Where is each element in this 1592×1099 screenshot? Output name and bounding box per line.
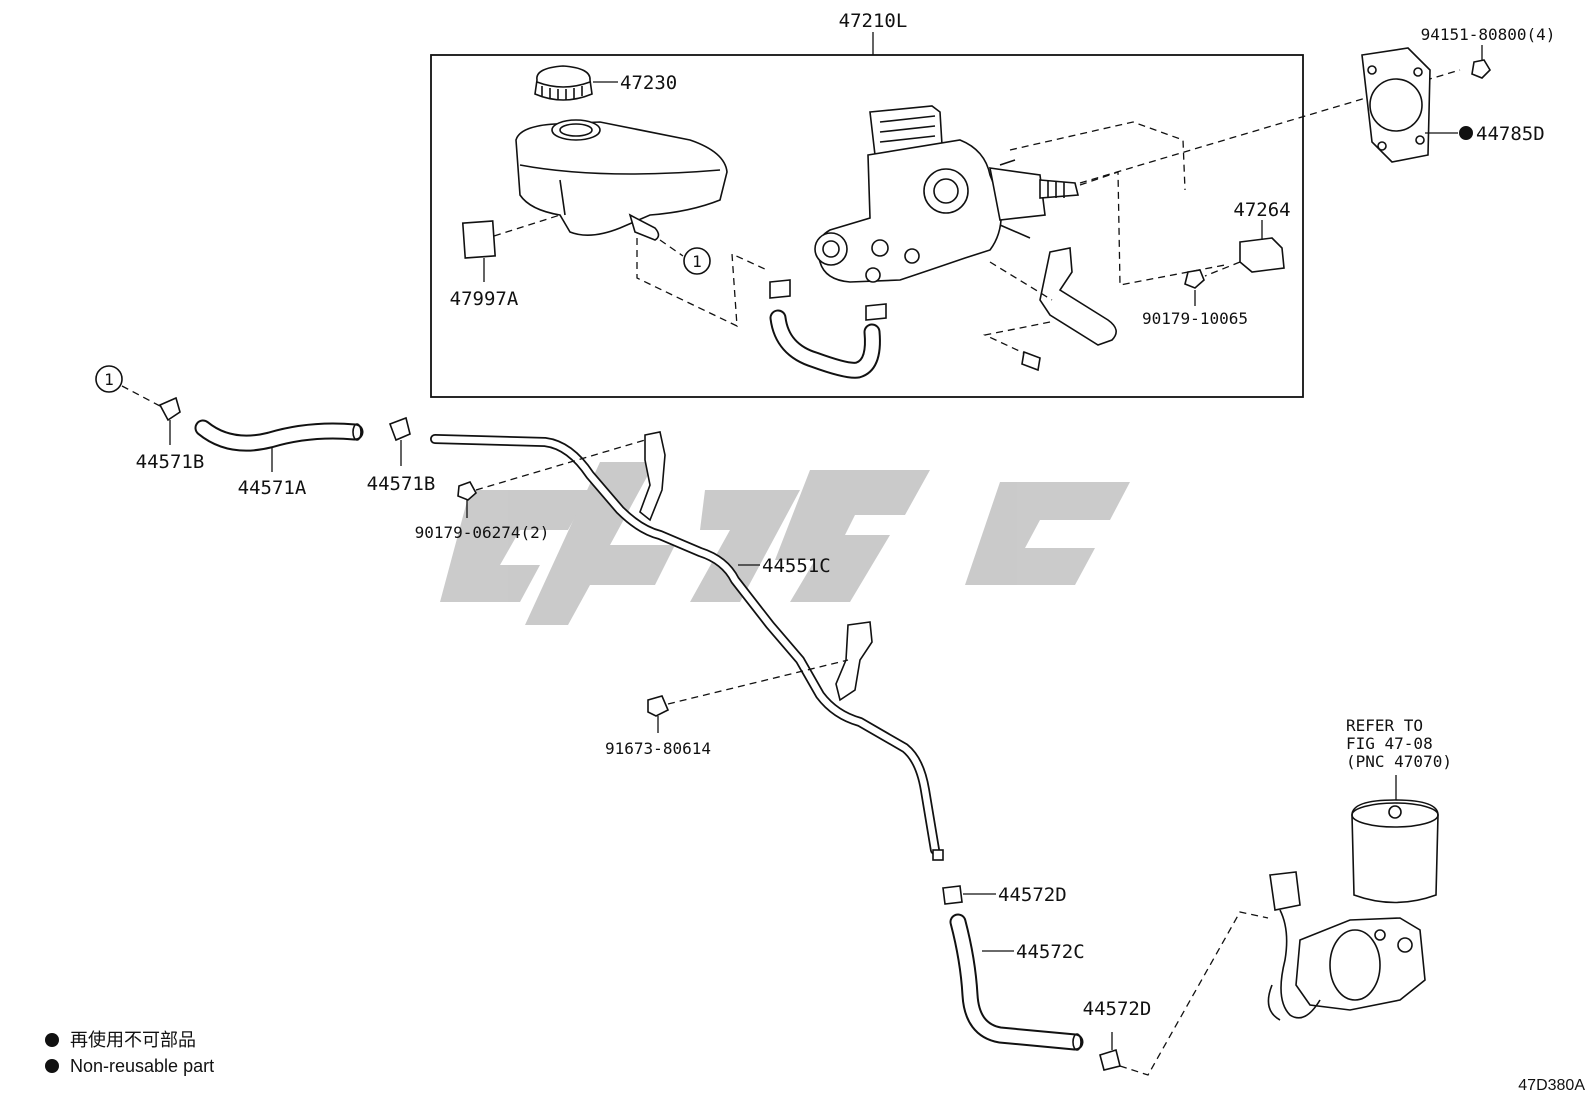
nut-icon [1184,269,1205,289]
refer-line-3: (PNC 47070) [1346,752,1452,771]
hose-44572C-icon [949,913,1084,1051]
dash-91673 [667,659,849,705]
stud-nut-icon [1471,59,1492,79]
reservoir-tank-icon [515,119,728,241]
bolt-small-icon [1021,350,1041,372]
label-plate-icon [461,220,497,259]
assembly-box-47210L [430,54,1304,398]
hose-44571A-icon [194,419,364,452]
dash-booster-lower [1079,171,1226,286]
ref-marker-circle-upper [683,247,711,275]
callout-44571A: 44571A [238,477,307,499]
pipe-44551C-icon [430,431,944,861]
ref-marker-label-lower: 1 [104,370,114,389]
bracket-47264-icon [1239,237,1285,273]
refer-line-2: FIG 47-08 [1346,734,1433,753]
callout-47264: 47264 [1233,199,1290,221]
non-reusable-bullet-icon [1459,126,1473,140]
watermark-logo [440,462,1130,625]
dash-47997A [493,214,561,237]
legend-line-2: Non-reusable part [70,1056,214,1076]
clamp-44572D-bottom-icon [1099,1048,1121,1071]
callout-90179-10065: 90179-10065 [1142,309,1248,328]
pump-motor-icon [1267,799,1439,1021]
callout-44572D-bottom: 44572D [1083,998,1152,1020]
clamp-left-icon [158,396,181,422]
callout-44571B-left: 44571B [136,451,205,473]
refer-line-1: REFER TO [1346,716,1423,735]
legend-line-1: 再使用不可部品 [70,1030,196,1050]
callout-44572D-top: 44572D [998,884,1067,906]
nut-90179-06274-icon [457,481,478,501]
dash-booster-upper [1009,121,1186,191]
clamp-right-icon [388,416,411,442]
master-cylinder-icon [814,105,1117,346]
reservoir-cap-icon [534,65,593,101]
callout-47230: 47230 [620,72,677,94]
legend-bullet-1-icon [45,1033,59,1047]
dash-47264 [1204,261,1241,277]
dash-pump [1119,911,1269,1076]
clamp-44572D-top-icon [942,885,963,905]
callout-91673-80614: 91673-80614 [605,739,711,758]
gasket-icon [1361,47,1431,163]
callout-47210L: 47210L [839,10,908,32]
bolt-91673-icon [647,695,670,717]
ref-marker-circle-lower [95,365,123,393]
callout-94151-80800: 94151-80800(4) [1421,25,1556,44]
legend-bullet-2-icon [45,1059,59,1073]
callout-44785D: 44785D [1476,123,1545,145]
dash-bracket [989,261,1053,301]
dash-hose-route [636,238,768,328]
inner-hose-icon [769,279,887,379]
callout-44571B-right: 44571B [367,473,436,495]
callout-90179-06274: 90179-06274(2) [415,523,550,542]
dash-bolt [982,321,1051,357]
callout-47997A: 47997A [450,288,519,310]
dash-ref-lower [121,385,161,407]
figure-code: 47D380A [1518,1077,1585,1094]
callout-44572C: 44572C [1016,941,1085,963]
callout-44551C: 44551C [762,555,831,577]
dash-ref-1 [659,239,684,257]
dash-90179-06274 [475,439,646,491]
ref-marker-label-upper: 1 [692,252,702,271]
